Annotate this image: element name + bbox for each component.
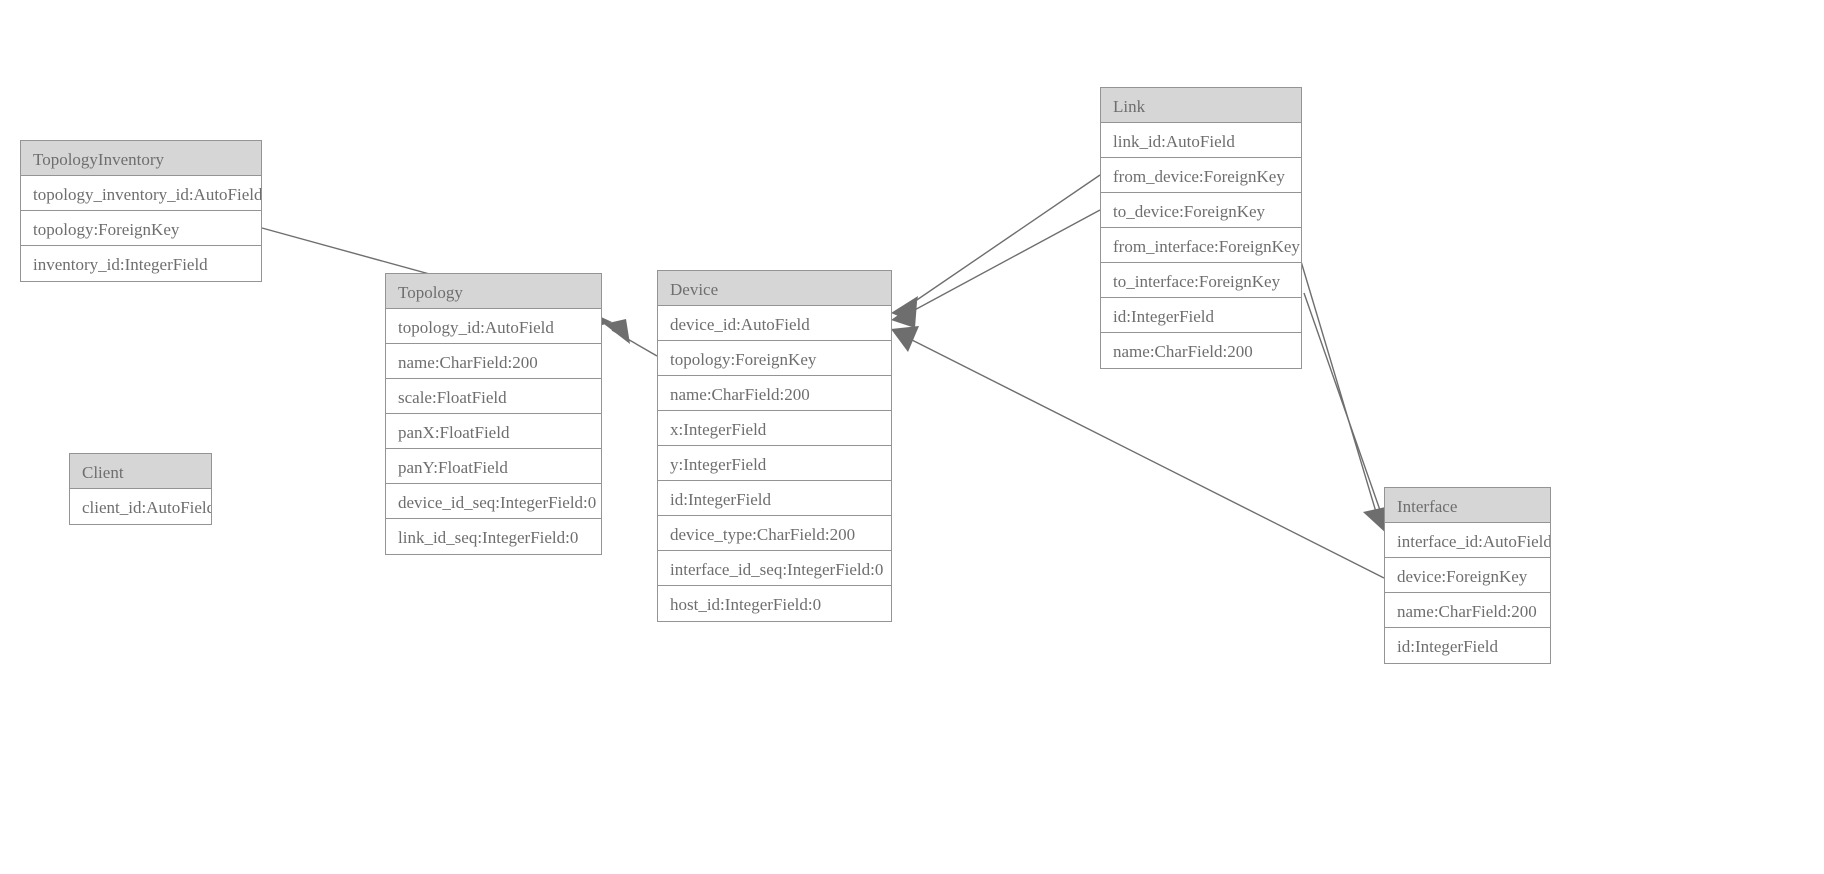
field-device-y: y:IntegerField bbox=[658, 446, 891, 481]
field-panx: panX:FloatField bbox=[386, 414, 601, 449]
field-link-id: link_id:AutoField bbox=[1101, 123, 1301, 158]
entity-interface[interactable]: Interface interface_id:AutoField device:… bbox=[1384, 487, 1551, 664]
field-device-x: x:IntegerField bbox=[658, 411, 891, 446]
entity-link[interactable]: Link link_id:AutoField from_device:Forei… bbox=[1100, 87, 1302, 369]
field-interface-id: interface_id:AutoField bbox=[1385, 523, 1550, 558]
field-host-id: host_id:IntegerField:0 bbox=[658, 586, 891, 621]
field-to-interface: to_interface:ForeignKey bbox=[1101, 263, 1301, 298]
field-pany: panY:FloatField bbox=[386, 449, 601, 484]
edge-link-from-device bbox=[891, 174, 1101, 322]
field-interface-id-integer: id:IntegerField bbox=[1385, 628, 1550, 663]
field-device-id-integer: id:IntegerField bbox=[658, 481, 891, 516]
field-device-topology: topology:ForeignKey bbox=[658, 341, 891, 376]
edge-device-topology bbox=[604, 319, 658, 357]
field-topology-foreignkey: topology:ForeignKey bbox=[21, 211, 261, 246]
field-client-id: client_id:AutoField bbox=[70, 489, 211, 524]
edge-link-to-device bbox=[891, 209, 1101, 328]
edge-link-from-interface bbox=[1299, 257, 1377, 513]
entity-title-link: Link bbox=[1101, 88, 1301, 123]
entity-title-topology: Topology bbox=[386, 274, 601, 309]
field-interface-name: name:CharField:200 bbox=[1385, 593, 1550, 628]
entity-topology[interactable]: Topology topology_id:AutoField name:Char… bbox=[385, 273, 602, 555]
field-from-device: from_device:ForeignKey bbox=[1101, 158, 1301, 193]
entity-device[interactable]: Device device_id:AutoField topology:Fore… bbox=[657, 270, 892, 622]
field-device-id-seq: device_id_seq:IntegerField:0 bbox=[386, 484, 601, 519]
field-interface-device: device:ForeignKey bbox=[1385, 558, 1550, 593]
entity-title-topologyinventory: TopologyInventory bbox=[21, 141, 261, 176]
entity-title-client: Client bbox=[70, 454, 211, 489]
entity-title-interface: Interface bbox=[1385, 488, 1550, 523]
field-scale: scale:FloatField bbox=[386, 379, 601, 414]
field-device-type: device_type:CharField:200 bbox=[658, 516, 891, 551]
field-from-interface: from_interface:ForeignKey bbox=[1101, 228, 1301, 263]
entity-client[interactable]: Client client_id:AutoField bbox=[69, 453, 212, 525]
field-link-id-integer: id:IntegerField bbox=[1101, 298, 1301, 333]
field-device-id: device_id:AutoField bbox=[658, 306, 891, 341]
entity-topologyinventory[interactable]: TopologyInventory topology_inventory_id:… bbox=[20, 140, 262, 282]
field-device-name: name:CharField:200 bbox=[658, 376, 891, 411]
field-topology-inventory-id: topology_inventory_id:AutoField bbox=[21, 176, 261, 211]
field-topology-id: topology_id:AutoField bbox=[386, 309, 601, 344]
field-topology-name: name:CharField:200 bbox=[386, 344, 601, 379]
field-to-device: to_device:ForeignKey bbox=[1101, 193, 1301, 228]
field-link-id-seq: link_id_seq:IntegerField:0 bbox=[386, 519, 601, 554]
edge-link-to-interface bbox=[1303, 292, 1390, 535]
field-link-name: name:CharField:200 bbox=[1101, 333, 1301, 368]
field-interface-id-seq: interface_id_seq:IntegerField:0 bbox=[658, 551, 891, 586]
field-inventory-id: inventory_id:IntegerField bbox=[21, 246, 261, 281]
entity-title-device: Device bbox=[658, 271, 891, 306]
